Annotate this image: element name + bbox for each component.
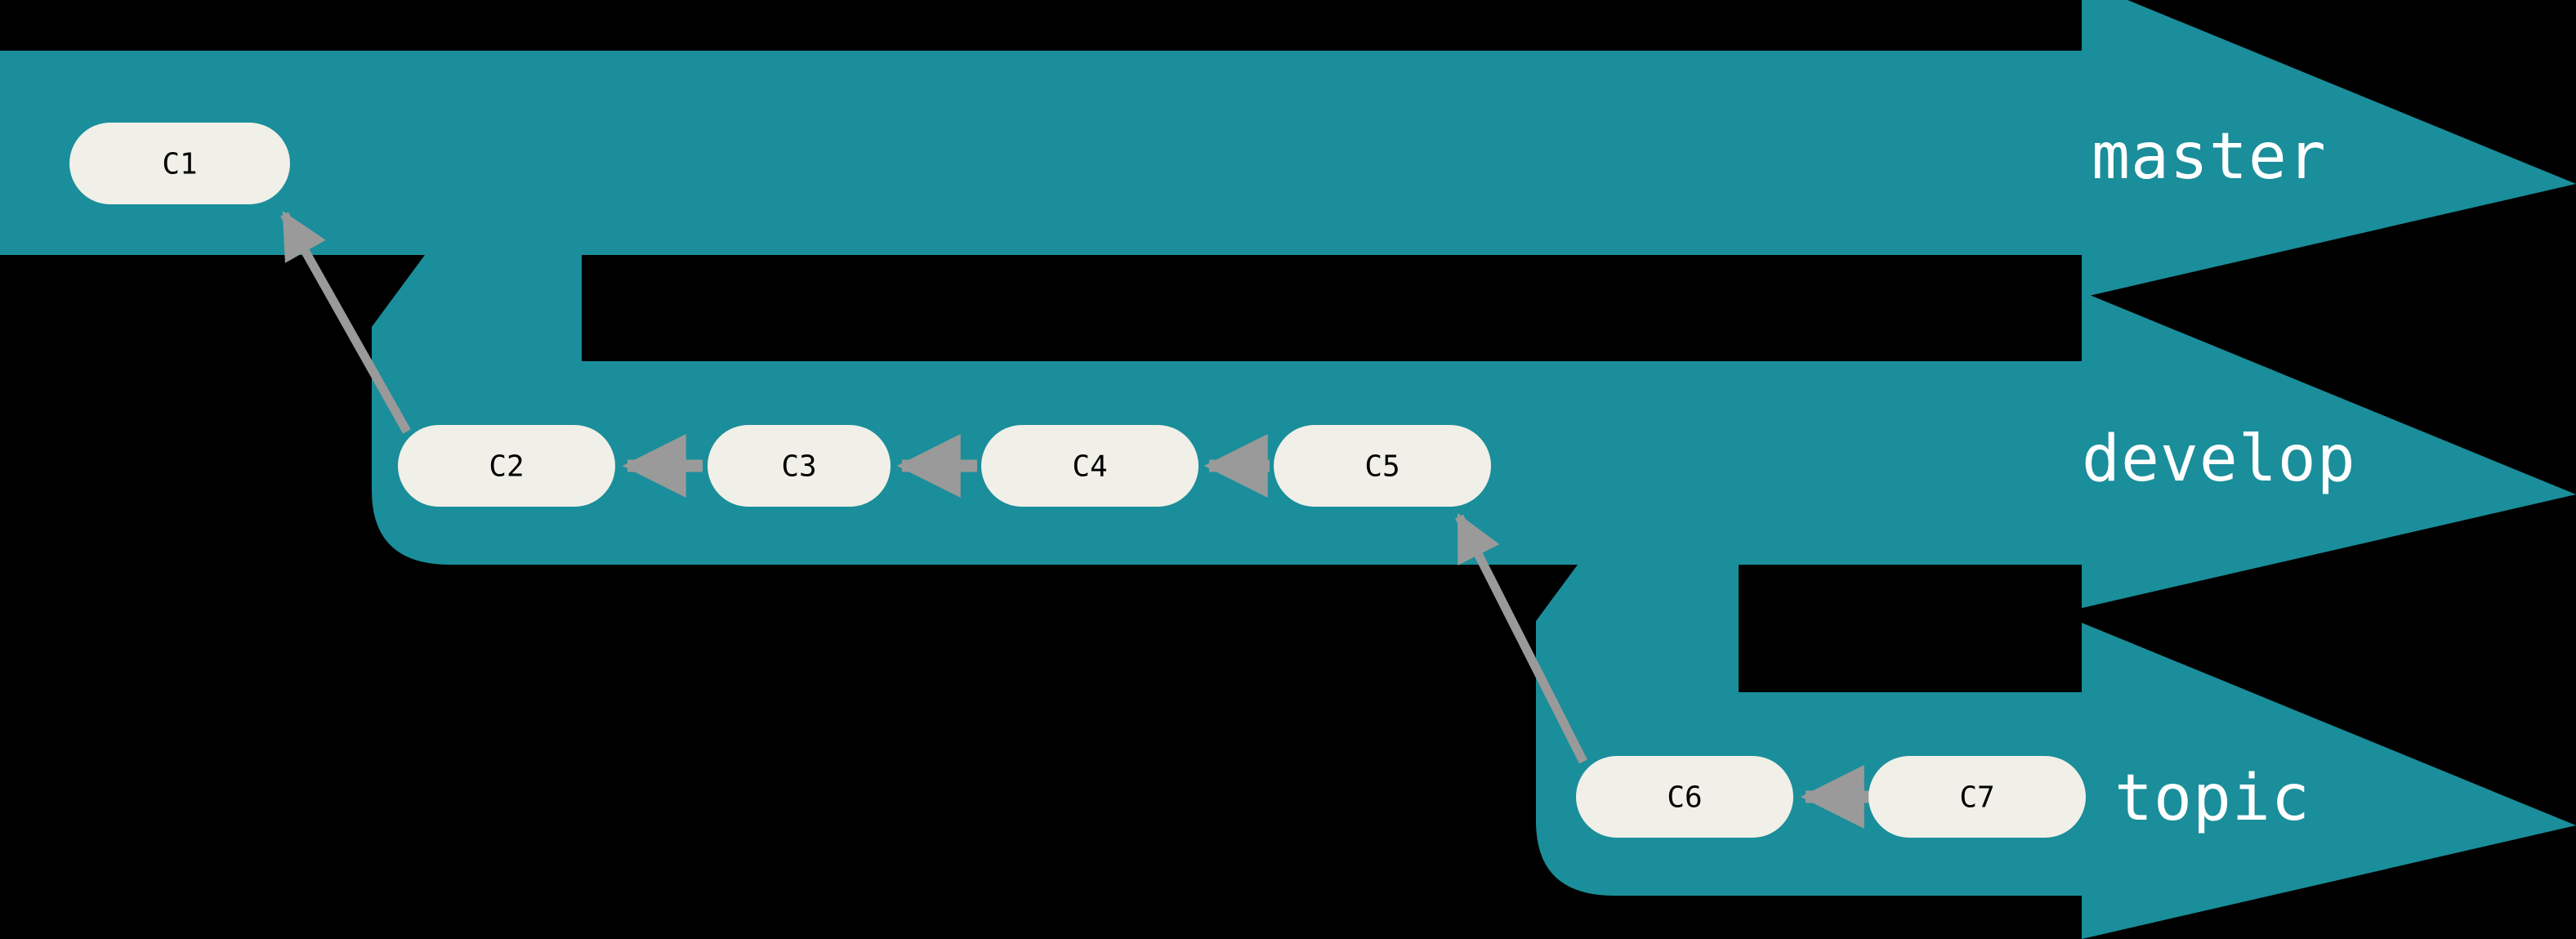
commit-node-c6[interactable]: C6 [1576, 756, 1793, 838]
commit-pill[interactable] [1274, 425, 1491, 507]
commit-edges [280, 211, 1869, 829]
edge-c6-to-c5 [1455, 512, 1587, 764]
branch-label-topic[interactable]: topic [2114, 762, 2310, 835]
commit-label: C2 [489, 450, 524, 484]
branch-lane-develop [372, 255, 2576, 608]
commit-node-c2[interactable]: C2 [398, 425, 615, 507]
branch-label-master[interactable]: master [2092, 120, 2327, 194]
topic-lane-shape [1536, 549, 2576, 939]
branch-lane-master [0, 0, 2576, 297]
develop-lane-shape [372, 255, 2576, 608]
commit-pill[interactable] [1868, 756, 2086, 838]
commit-nodes: C1 C2 C3 C4 C5 C6 [69, 123, 2086, 838]
commit-node-c4[interactable]: C4 [981, 425, 1199, 507]
commit-pill[interactable] [1576, 756, 1793, 838]
edge-c2-to-c1 [280, 211, 411, 434]
commit-pill[interactable] [69, 123, 290, 204]
branch-lane-topic [1536, 549, 2576, 939]
commit-pill[interactable] [981, 425, 1199, 507]
commit-label: C7 [1959, 781, 1994, 815]
commit-label: C3 [781, 450, 816, 484]
master-lane-shape [0, 0, 2576, 297]
commit-node-c1[interactable]: C1 [69, 123, 290, 204]
branch-label-develop[interactable]: develop [2082, 423, 2356, 496]
commit-label: C5 [1364, 450, 1400, 484]
commit-node-c7[interactable]: C7 [1868, 756, 2086, 838]
commit-pill[interactable] [398, 425, 615, 507]
commit-label: C6 [1667, 781, 1702, 815]
commit-label: C4 [1072, 450, 1107, 484]
commit-node-c3[interactable]: C3 [708, 425, 891, 507]
branch-labels: master develop topic [2082, 120, 2356, 835]
commit-label: C1 [162, 148, 197, 181]
commit-pill[interactable] [708, 425, 891, 507]
commit-node-c5[interactable]: C5 [1274, 425, 1491, 507]
